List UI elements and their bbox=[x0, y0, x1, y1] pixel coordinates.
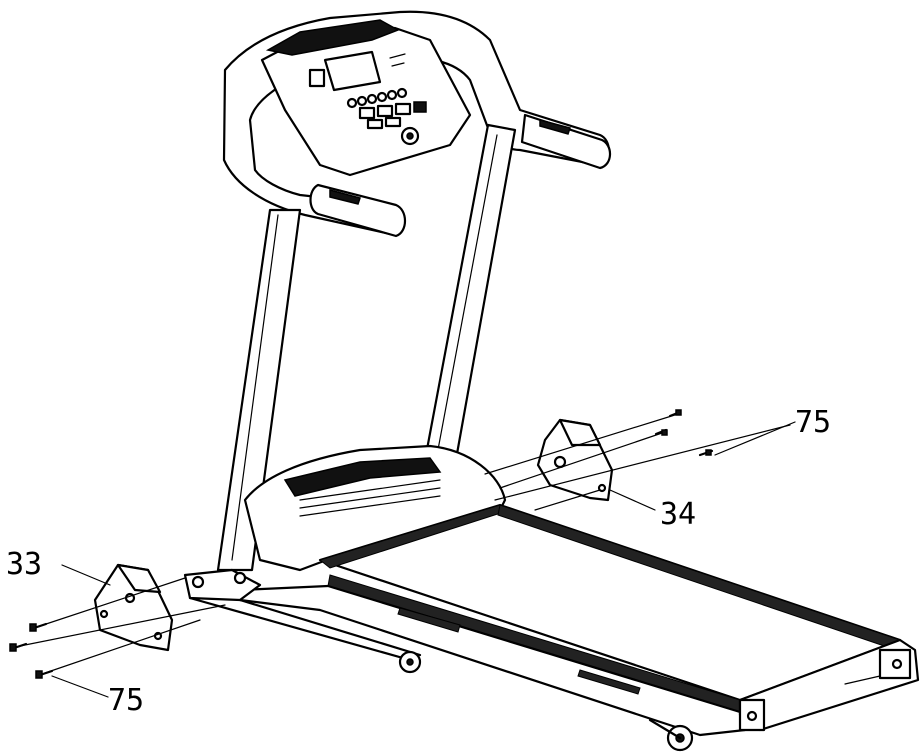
callout-75-top: 75 bbox=[714, 405, 831, 456]
console-buttons bbox=[346, 87, 427, 146]
callout-label-33: 33 bbox=[6, 547, 42, 582]
part-34-right-cover bbox=[484, 413, 791, 511]
motor-hood bbox=[243, 444, 507, 572]
left-handgrip bbox=[309, 183, 407, 238]
console bbox=[222, 10, 612, 238]
base-frame bbox=[183, 568, 422, 674]
callout-label-75-bottom: 75 bbox=[108, 683, 144, 718]
callout-label-34: 34 bbox=[660, 497, 696, 532]
callout-label-75-top: 75 bbox=[795, 405, 831, 440]
callout-33: 33 bbox=[6, 547, 111, 586]
right-handgrip bbox=[520, 113, 612, 170]
screws-left bbox=[9, 622, 54, 679]
left-upright bbox=[216, 208, 302, 572]
callout-34: 34 bbox=[609, 489, 696, 532]
running-deck bbox=[238, 503, 920, 752]
screws-right bbox=[654, 409, 714, 457]
callout-75-bottom: 75 bbox=[51, 675, 144, 718]
part-33-left-cover bbox=[19, 563, 226, 674]
right-upright bbox=[423, 123, 517, 467]
console-logo-icon bbox=[308, 68, 326, 88]
console-display bbox=[323, 50, 382, 92]
